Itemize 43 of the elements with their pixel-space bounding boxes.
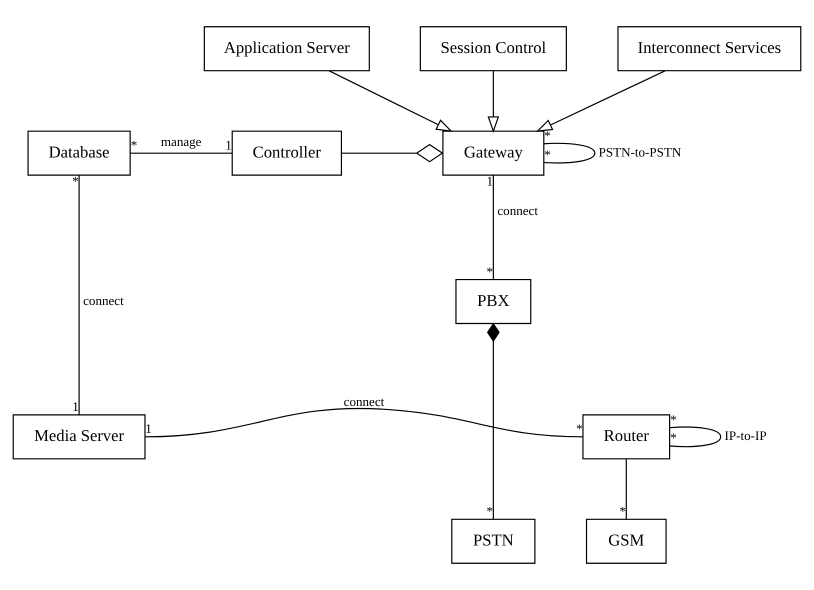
node-box: Gateway bbox=[442, 130, 544, 176]
edge-label: connect bbox=[344, 394, 384, 409]
label: * bbox=[544, 128, 551, 143]
label: * bbox=[486, 503, 494, 518]
node-box: PSTN bbox=[451, 518, 536, 564]
node-box: PBX bbox=[455, 278, 532, 324]
node-box: Interconnect Services bbox=[617, 26, 802, 72]
node-box: Controller bbox=[232, 130, 342, 176]
label: 1 bbox=[225, 137, 232, 152]
label: * bbox=[72, 174, 79, 189]
edge-label: IP-to-IP bbox=[724, 428, 767, 444]
node-box: GSM bbox=[586, 518, 667, 564]
label: * bbox=[130, 137, 138, 152]
arrow bbox=[536, 70, 666, 132]
label: 1 bbox=[486, 174, 494, 189]
edge-label: PSTN-to-PSTN bbox=[598, 144, 682, 160]
label: * bbox=[544, 146, 551, 162]
label: * bbox=[486, 264, 494, 279]
node-box: Media Server bbox=[12, 414, 146, 460]
label: * bbox=[576, 421, 583, 436]
connector bbox=[486, 322, 500, 520]
node-box: Router bbox=[582, 414, 670, 460]
node-box: Application Server bbox=[204, 26, 370, 72]
node-box: Database bbox=[27, 130, 131, 176]
edge-label: manage bbox=[160, 134, 202, 149]
label: 1 bbox=[145, 421, 152, 436]
edge-label: connect bbox=[497, 203, 538, 218]
connector bbox=[492, 175, 494, 280]
label: * bbox=[670, 412, 677, 427]
connector bbox=[78, 175, 80, 415]
edge-label: connect bbox=[83, 292, 124, 308]
connector bbox=[544, 142, 596, 164]
node-box: Session Control bbox=[420, 26, 567, 72]
label: * bbox=[619, 504, 626, 519]
connector bbox=[626, 458, 627, 520]
arrow bbox=[328, 70, 453, 132]
connector bbox=[144, 408, 583, 438]
connector bbox=[670, 426, 722, 448]
connector bbox=[130, 152, 232, 154]
label: 1 bbox=[72, 399, 79, 414]
label: * bbox=[670, 430, 677, 446]
arrow bbox=[488, 71, 500, 133]
connector bbox=[342, 144, 444, 162]
